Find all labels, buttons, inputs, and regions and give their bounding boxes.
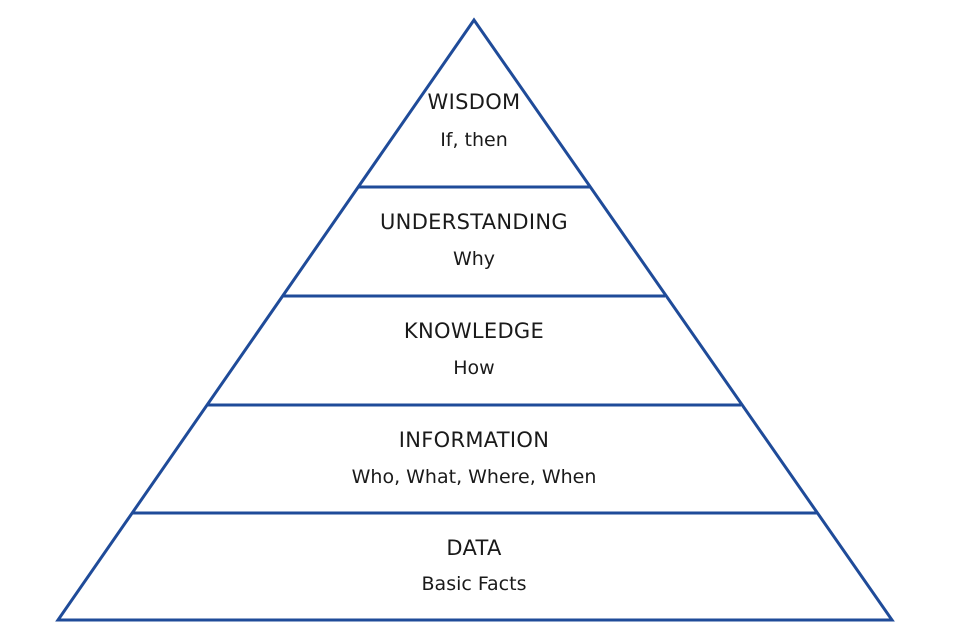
tier-wisdom-title: WISDOM [428, 90, 521, 114]
pyramid-outline [55, 17, 895, 622]
tier-data: DATA Basic Facts [422, 536, 527, 595]
tier-information: INFORMATION Who, What, Where, When [352, 428, 597, 488]
tier-information-title: INFORMATION [399, 428, 550, 452]
tier-data-subtitle: Basic Facts [422, 573, 527, 595]
tier-wisdom: WISDOM If, then [428, 90, 521, 151]
tier-understanding: UNDERSTANDING Why [380, 210, 568, 270]
tier-data-title: DATA [446, 536, 502, 560]
tier-information-subtitle: Who, What, Where, When [352, 466, 597, 488]
tier-knowledge-title: KNOWLEDGE [404, 319, 544, 343]
tier-wisdom-subtitle: If, then [440, 129, 508, 151]
tier-knowledge: KNOWLEDGE How [404, 319, 544, 379]
tier-understanding-title: UNDERSTANDING [380, 210, 568, 234]
tier-understanding-subtitle: Why [453, 248, 495, 270]
tier-knowledge-subtitle: How [453, 357, 494, 379]
